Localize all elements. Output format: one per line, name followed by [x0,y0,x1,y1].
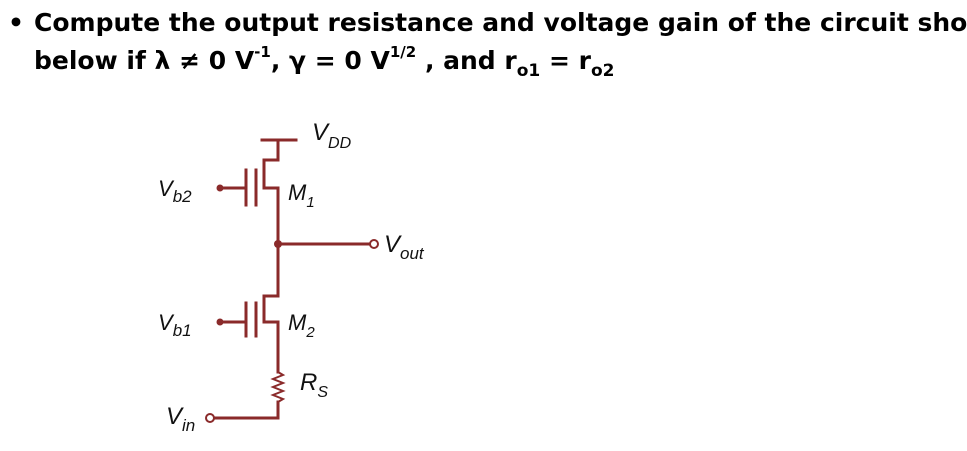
question-line-1: • Compute the output resistance and volta… [8,4,967,42]
transistor-m2 [220,242,280,374]
m2-label: M2 [288,310,315,341]
question-line-2: below if λ ≠ 0 V-1, γ = 0 V1/2 , and ro1… [8,42,963,80]
rs-label: RS [300,369,328,401]
transistor-m1 [220,158,280,246]
ro2-subscript: o2 [590,61,615,81]
question-lambda-text: below if λ ≠ 0 V [34,46,255,75]
question-ro-text: , and r [416,46,517,75]
lambda-unit-exponent: -1 [254,43,271,61]
vdd-label: VDD [312,119,352,152]
vb2-label: Vb2 [158,176,192,206]
ro1-subscript: o1 [516,61,541,81]
resistor-rs [270,370,286,404]
gamma-unit-exponent: 1/2 [389,43,417,61]
vout-label: Vout [384,231,425,263]
vb1-label: Vb1 [158,310,192,340]
question-equals-text: = r [540,46,591,75]
vb1-terminal [216,318,224,326]
question-gamma-text: , γ = 0 V [270,46,390,75]
vb2-terminal [216,184,224,192]
m1-label: M1 [288,180,315,211]
question-line-1-text: Compute the output resistance and voltag… [34,8,967,37]
bullet: • [8,8,24,37]
question-text: • Compute the output resistance and volta… [8,4,967,80]
vin-terminal [205,413,215,423]
vin-label: Vin [166,403,195,435]
vout-terminal [369,239,379,249]
